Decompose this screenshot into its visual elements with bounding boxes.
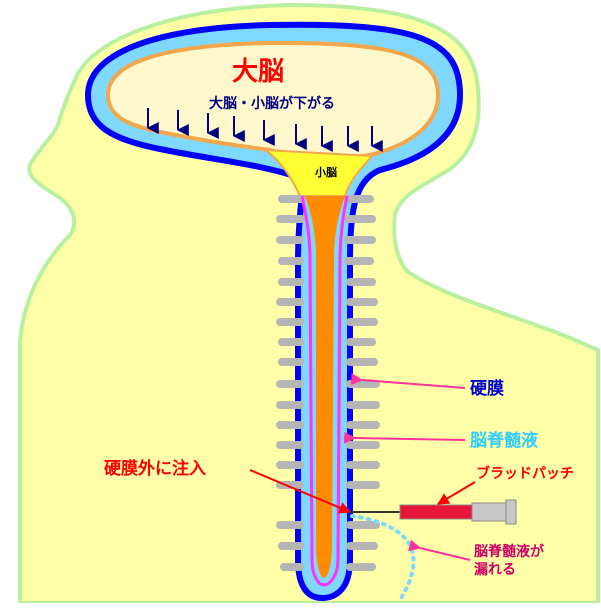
- label-epidural-injection: 硬膜外に注入: [104, 458, 206, 478]
- label-csf-leak-1: 脳脊髄液が: [474, 543, 545, 559]
- label-csf: 脳脊髄液: [470, 430, 538, 450]
- label-cerebellum: 小脳: [314, 165, 337, 179]
- label-blood-patch: ブラッドパッチ: [476, 465, 574, 481]
- label-cerebrum: 大脳: [232, 56, 284, 86]
- label-brain-descends: 大脳・小脳が下がる: [209, 95, 335, 111]
- label-dura: 硬膜: [470, 378, 504, 398]
- label-csf-leak-2: 漏れる: [474, 561, 516, 577]
